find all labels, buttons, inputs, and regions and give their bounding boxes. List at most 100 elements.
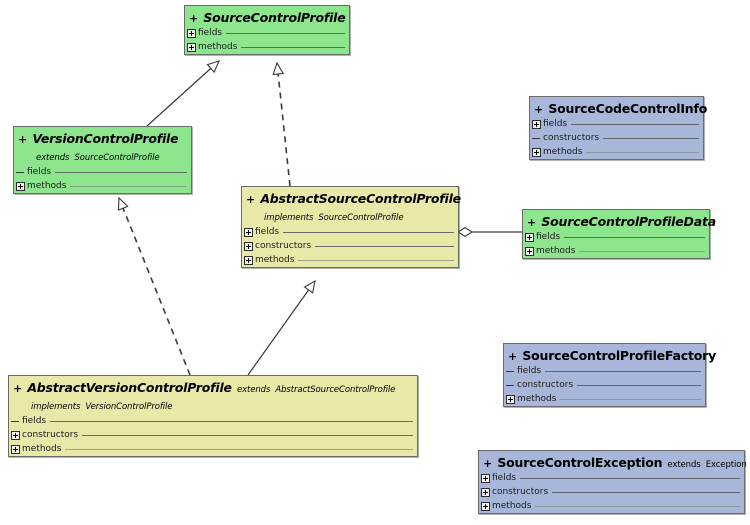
- compartment-rule: [65, 448, 413, 450]
- expand-plus-icon[interactable]: [532, 147, 541, 157]
- compartment-row-methods[interactable]: methods: [530, 145, 703, 159]
- compartment-rule: [545, 370, 701, 372]
- compartment-rule: [82, 434, 413, 436]
- visibility-marker: +: [13, 382, 23, 395]
- expand-plus-icon[interactable]: [481, 501, 490, 511]
- compartment-row-methods[interactable]: methods: [504, 392, 705, 406]
- compartment-row-fields[interactable]: fields: [185, 26, 349, 40]
- compartment-rule: [552, 491, 740, 493]
- class-name: AbstractSourceControlProfile: [260, 191, 461, 206]
- compartment-rule: [571, 123, 699, 125]
- class-box-source-control-profile-data[interactable]: + SourceControlProfileData fields method…: [522, 209, 716, 260]
- relation-keyword: extends: [36, 153, 70, 164]
- visibility-marker: +: [508, 350, 518, 363]
- visibility-marker: +: [527, 216, 537, 229]
- compartment-label: fields: [536, 232, 561, 243]
- class-name: VersionControlProfile: [32, 131, 179, 146]
- compartment-row-constructors[interactable]: constructors: [504, 378, 705, 392]
- compartment-label: methods: [22, 444, 62, 455]
- compartment-label: constructors: [492, 487, 549, 498]
- class-title: + SourceControlProfileData: [523, 210, 716, 230]
- relation-target: SourceControlProfile: [318, 213, 404, 224]
- compartment-row-constructors[interactable]: constructors: [479, 485, 744, 499]
- class-title: + SourceControlProfile: [185, 6, 349, 26]
- inline-relation-keyword: extends: [236, 385, 271, 395]
- expand-plus-icon[interactable]: [16, 181, 25, 191]
- compartment-row-methods[interactable]: methods: [185, 40, 349, 54]
- compartment-row-fields[interactable]: fields: [14, 165, 191, 179]
- compartment-row-fields[interactable]: fields: [530, 117, 703, 131]
- compartments: fields constructors methods: [530, 117, 703, 159]
- expand-plus-icon[interactable]: [506, 394, 515, 404]
- edge-generalization-abstractversioncontrolprofile-abstractsourcecontrolprofile: [247, 279, 316, 376]
- expand-plus-icon[interactable]: [481, 473, 490, 483]
- expand-plus-icon[interactable]: [525, 246, 534, 256]
- class-box-source-code-control-info[interactable]: + SourceCodeControlInfo fields construct…: [529, 96, 707, 161]
- collapsed-dash-icon: [16, 168, 25, 177]
- compartment-rule: [535, 505, 740, 507]
- compartment-label: fields: [198, 28, 223, 39]
- class-box-abstract-version-control-profile[interactable]: + AbstractVersionControlProfile extends …: [8, 375, 418, 458]
- expand-plus-icon[interactable]: [11, 444, 20, 454]
- compartment-row-fields[interactable]: fields: [479, 471, 744, 485]
- class-title: + SourceControlProfileFactory: [504, 344, 716, 364]
- inline-relation-target: AbstractSourceControlProfile: [275, 385, 396, 395]
- compartment-label: constructors: [517, 380, 574, 391]
- expand-plus-icon[interactable]: [11, 430, 20, 440]
- compartment-rule: [226, 32, 345, 34]
- compartment-label: methods: [198, 42, 238, 53]
- relation-keyword: implements: [31, 402, 81, 413]
- compartment-row-methods[interactable]: methods: [523, 244, 709, 258]
- expand-plus-icon[interactable]: [532, 119, 541, 129]
- collapsed-dash-icon: [11, 417, 20, 426]
- compartment-row-constructors[interactable]: constructors: [9, 428, 417, 442]
- expand-plus-icon[interactable]: [244, 255, 253, 265]
- class-box-version-control-profile[interactable]: + VersionControlProfile extends SourceCo…: [13, 126, 192, 195]
- class-box-abstract-source-control-profile[interactable]: + AbstractSourceControlProfile implement…: [241, 186, 461, 269]
- compartment-label: methods: [27, 181, 67, 192]
- compartments: fields methods: [185, 26, 349, 54]
- collapsed-dash-icon: [506, 381, 515, 390]
- compartment-label: methods: [543, 147, 583, 158]
- compartment-row-constructors[interactable]: constructors: [530, 131, 703, 145]
- class-name: AbstractVersionControlProfile: [27, 380, 232, 395]
- compartment-row-fields[interactable]: fields: [9, 414, 417, 428]
- compartment-row-constructors[interactable]: constructors: [242, 239, 458, 253]
- class-title: + SourceCodeControlInfo: [530, 97, 707, 117]
- expand-plus-icon[interactable]: [187, 28, 196, 38]
- class-box-source-control-exception[interactable]: + SourceControlException extends Excepti…: [478, 450, 747, 515]
- visibility-marker: +: [246, 193, 256, 206]
- class-box-source-control-profile[interactable]: + SourceControlProfile fields methods: [184, 5, 350, 56]
- expand-plus-icon[interactable]: [481, 487, 490, 497]
- relation-target: VersionControlProfile: [85, 402, 173, 413]
- class-box-source-control-profile-factory[interactable]: + SourceControlProfileFactory fields con…: [503, 343, 716, 408]
- compartment-label: methods: [517, 394, 557, 405]
- compartment-row-fields[interactable]: fields: [242, 225, 458, 239]
- class-name: SourceControlProfileData: [541, 214, 716, 229]
- compartment-label: methods: [536, 246, 576, 257]
- expand-plus-icon[interactable]: [244, 241, 253, 251]
- compartment-rule: [70, 185, 187, 187]
- class-name: SourceControlProfile: [203, 10, 346, 25]
- compartment-row-methods[interactable]: methods: [9, 442, 417, 456]
- class-relation-line: implements SourceControlProfile: [242, 207, 458, 225]
- visibility-marker: +: [483, 457, 493, 470]
- compartment-row-methods[interactable]: methods: [242, 253, 458, 267]
- compartment-row-fields[interactable]: fields: [504, 364, 705, 378]
- class-name: SourceControlException: [497, 455, 663, 470]
- collapsed-dash-icon: [532, 134, 541, 143]
- compartment-row-methods[interactable]: methods: [14, 179, 191, 193]
- expand-plus-icon[interactable]: [187, 42, 196, 52]
- visibility-marker: +: [18, 133, 28, 146]
- compartments: fields constructors methods: [242, 225, 458, 267]
- class-title: + AbstractSourceControlProfile: [242, 187, 461, 207]
- compartment-row-methods[interactable]: methods: [479, 499, 744, 513]
- compartment-row-fields[interactable]: fields: [523, 230, 709, 244]
- expand-plus-icon[interactable]: [525, 232, 534, 242]
- edge-realization-abstractsourcecontrolprofile-sourcecontrolprofile: [272, 61, 291, 187]
- compartments: fields methods: [523, 230, 709, 258]
- class-title: + SourceControlException extends Excepti…: [479, 451, 747, 471]
- compartments: fields constructors methods: [9, 414, 417, 456]
- expand-plus-icon[interactable]: [244, 227, 253, 237]
- compartment-rule: [586, 151, 699, 153]
